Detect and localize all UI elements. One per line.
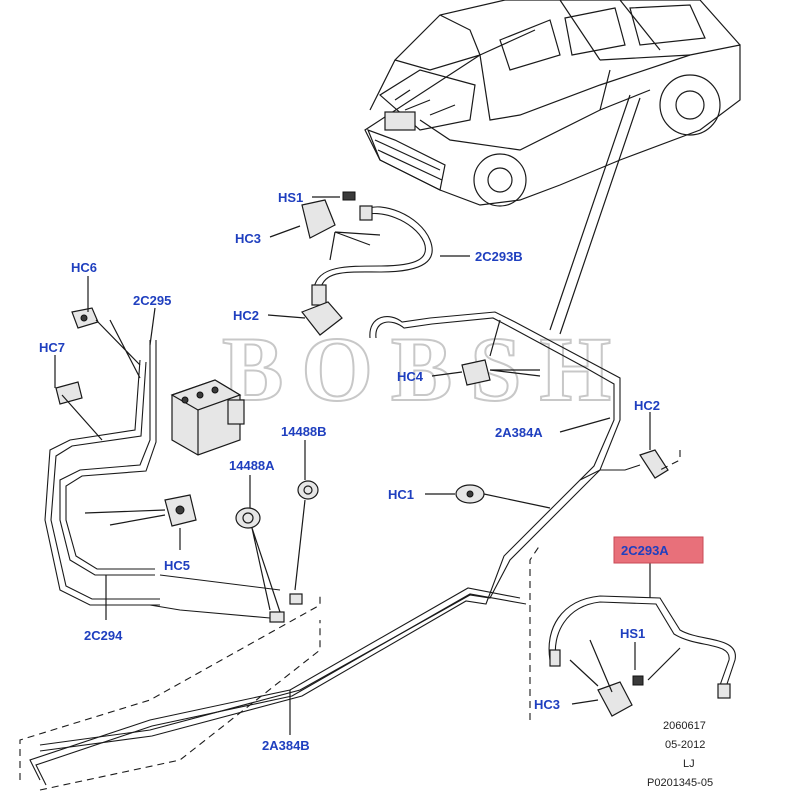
- label-hc1: HC1: [388, 487, 414, 502]
- brake-pipe-2a384b: [29, 587, 527, 786]
- label-hc3-top: HC3: [235, 231, 261, 246]
- label-14488a: 14488A: [229, 458, 275, 473]
- watermark: BOBSH: [222, 318, 629, 420]
- label-2c293b: 2C293B: [475, 249, 523, 264]
- grommet-14488a: [235, 507, 261, 529]
- bracket-hc2-right: [639, 449, 669, 479]
- reference-line-3: LJ: [683, 758, 695, 770]
- label-hc6: HC6: [71, 260, 97, 275]
- leader-lines: [54, 196, 681, 735]
- label-hc3-bottom: HC3: [534, 697, 560, 712]
- label-hc4: HC4: [397, 369, 424, 384]
- label-2a384b: 2A384B: [262, 738, 310, 753]
- reference-line-1: 2060617: [663, 720, 706, 732]
- fitting-lower-2: [289, 593, 303, 605]
- clip-hc1: [455, 484, 485, 504]
- label-hc2-right: HC2: [634, 398, 660, 413]
- boundary-left: [19, 595, 321, 780]
- reference-line-2: 05-2012: [665, 739, 705, 751]
- fitting-lower-1: [269, 611, 285, 623]
- label-2a384a: 2A384A: [495, 425, 543, 440]
- label-2c294: 2C294: [84, 628, 123, 643]
- label-hs1-bottom: HS1: [620, 626, 645, 641]
- clip-hc6: [71, 307, 99, 329]
- label-hs1-top: HS1: [278, 190, 303, 205]
- rear-hose-assembly-2c293a: [548, 595, 736, 717]
- abs-pipes-left: [44, 340, 281, 619]
- abs-modulator: [170, 379, 245, 456]
- front-hose-assembly-2c293b: [301, 191, 433, 306]
- label-hc2-left: HC2: [233, 308, 259, 323]
- label-2c293a: 2C293A: [621, 543, 669, 558]
- bracket-hc2-left: [301, 301, 343, 336]
- label-14488b: 14488B: [281, 424, 327, 439]
- vehicle-illustration: [364, 0, 741, 335]
- callout-labels: HS1 HC3 2C293B HC6 2C295 HC2 HC7 HC4 HC2…: [39, 190, 704, 753]
- label-hc7: HC7: [39, 340, 65, 355]
- grommet-14488b: [297, 480, 319, 500]
- highlight-2c293a: [613, 536, 704, 564]
- label-hc5: HC5: [164, 558, 190, 573]
- clip-hc4: [461, 359, 491, 386]
- reference-line-4: P0201345-05: [647, 777, 713, 789]
- boundary-lower: [39, 620, 321, 791]
- pipe-to-hc2-right: [579, 464, 641, 481]
- clip-hc7: [55, 381, 83, 405]
- reference-block: 2060617 05-2012 LJ P0201345-05: [647, 720, 713, 789]
- label-2c295: 2C295: [133, 293, 171, 308]
- clip-hc5: [164, 494, 197, 527]
- boundary-right: [529, 450, 681, 720]
